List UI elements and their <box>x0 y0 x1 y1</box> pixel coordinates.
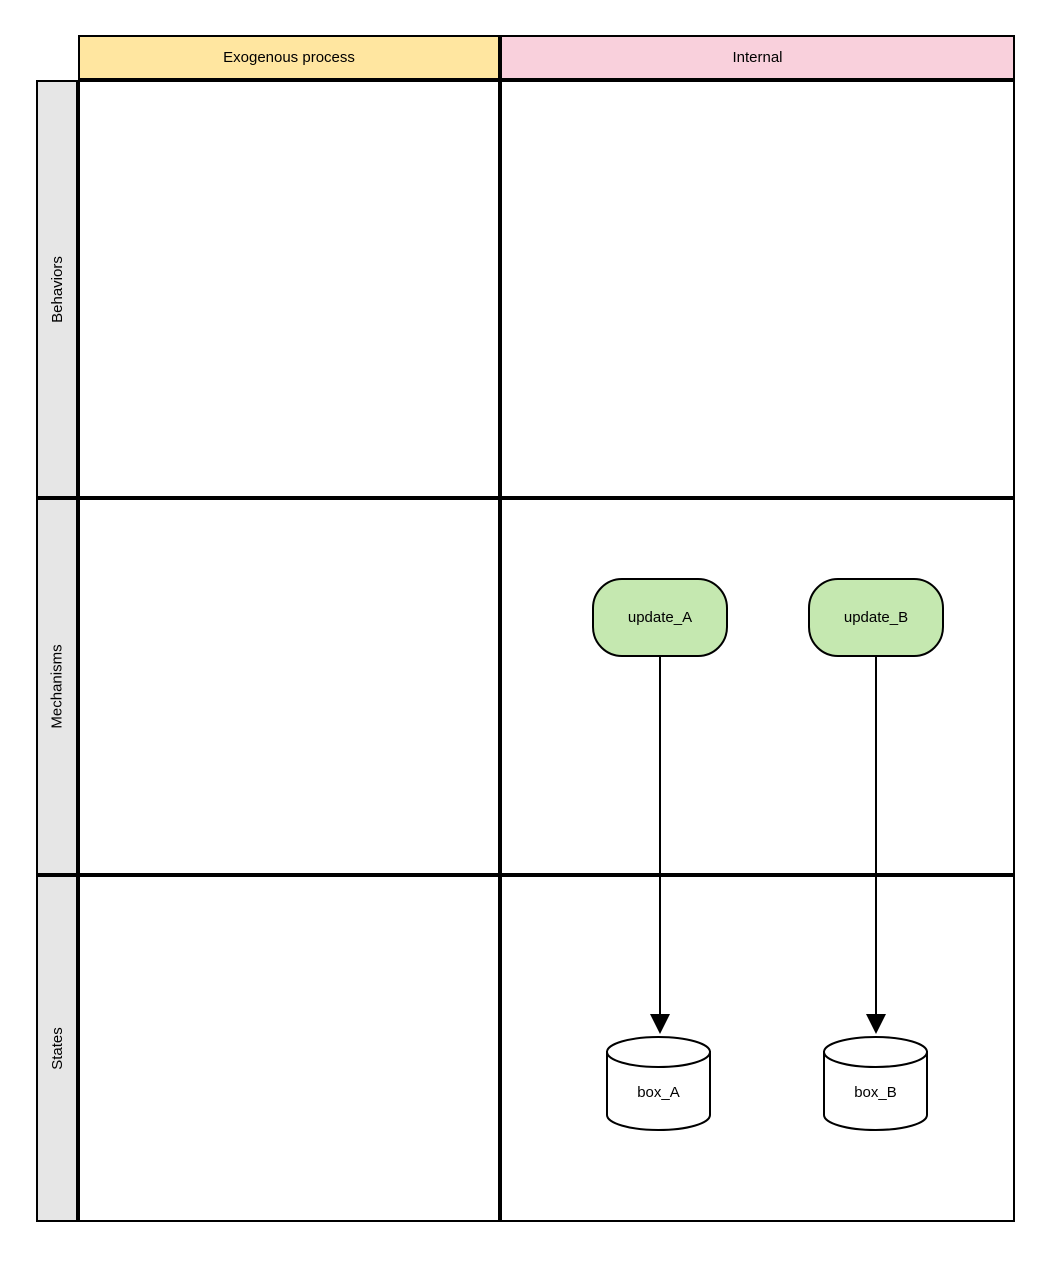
row-label-behaviors[interactable]: Behaviors <box>36 80 78 498</box>
node-box-a[interactable] <box>606 1036 711 1131</box>
column-header-exogenous-process[interactable]: Exogenous process <box>78 35 500 80</box>
row-label-mechanisms[interactable]: Mechanisms <box>36 498 78 875</box>
row-label-states[interactable]: States <box>36 875 78 1222</box>
node-box-b[interactable] <box>823 1036 928 1131</box>
node-update-a-label: update_A <box>627 609 693 626</box>
cell-mechanisms-exogenous-process[interactable] <box>78 498 500 875</box>
node-update-b-label: update_B <box>843 609 909 626</box>
cell-behaviors-internal[interactable] <box>500 80 1015 498</box>
node-update-b[interactable]: update_B <box>808 578 944 657</box>
cell-behaviors-exogenous-process[interactable] <box>78 80 500 498</box>
matrix-grid: Exogenous process Internal Behaviors Mec… <box>36 35 1015 1222</box>
column-header-internal-label: Internal <box>732 49 783 66</box>
cell-mechanisms-internal[interactable] <box>500 498 1015 875</box>
column-header-exogenous-process-label: Exogenous process <box>223 49 355 66</box>
node-update-a[interactable]: update_A <box>592 578 728 657</box>
cell-states-internal[interactable] <box>500 875 1015 1222</box>
column-header-internal[interactable]: Internal <box>500 35 1015 80</box>
cell-states-exogenous-process[interactable] <box>78 875 500 1222</box>
